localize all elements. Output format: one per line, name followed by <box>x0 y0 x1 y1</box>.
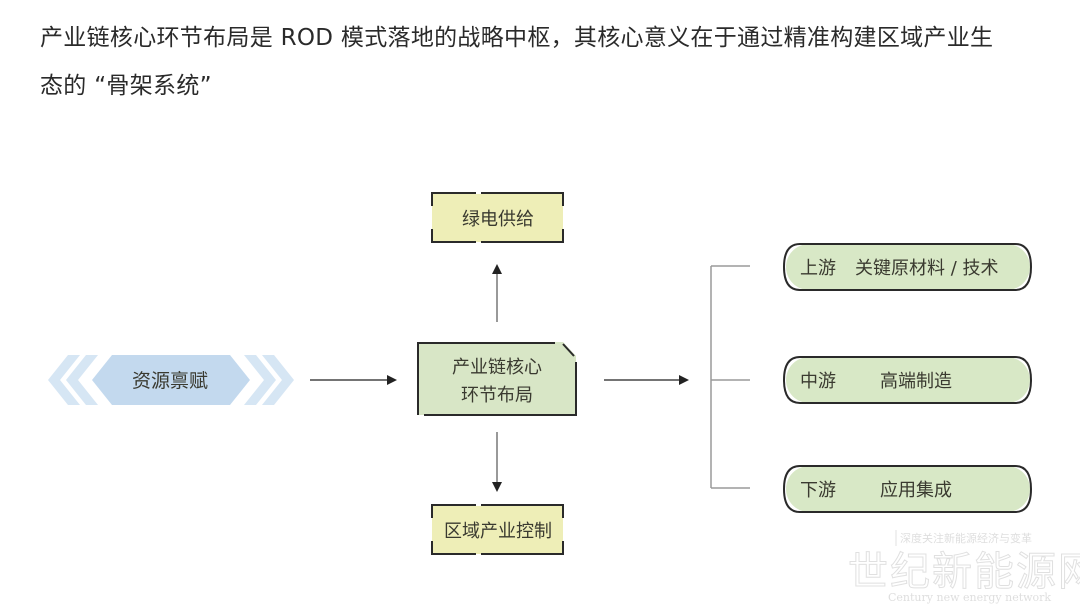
intro-paragraph: 产业链核心环节布局是 ROD 模式落地的战略中枢，其核心意义在于通过精准构建区域… <box>40 14 1060 110</box>
right-chevron-inner <box>244 355 276 405</box>
midstream-pill-border <box>782 356 1033 404</box>
core-layout-node: 产业链核心 环节布局 <box>417 342 577 416</box>
green-power-label: 绿电供给 <box>462 209 534 230</box>
upstream-node: 上游 关键原材料 / 技术 <box>782 243 1033 291</box>
downstream-stage-label: 下游 <box>800 480 836 501</box>
regional-control-label: 区域产业控制 <box>444 521 552 542</box>
left-chevron-inner <box>66 355 98 405</box>
downstream-desc-label: 应用集成 <box>880 480 952 501</box>
midstream-stage-label: 中游 <box>800 371 836 392</box>
green-power-box <box>432 194 563 242</box>
resource-endowment-node: 资源禀赋 <box>48 355 294 405</box>
core-box-border-bottom-right <box>424 362 577 416</box>
core-layout-label-line1: 产业链核心 <box>452 357 542 378</box>
watermark-tagline: 深度关注新能源经济与变革 <box>900 531 1032 545</box>
intro-line-1: 产业链核心环节布局是 ROD 模式落地的战略中枢，其核心意义在于通过精准构建区域… <box>40 25 994 51</box>
upstream-stage-label: 上游 <box>800 258 836 279</box>
upstream-pill-border <box>782 243 1033 291</box>
left-chevron-outer <box>48 355 80 405</box>
core-box-corner-cut <box>562 343 575 357</box>
resource-endowment-label: 资源禀赋 <box>132 370 208 392</box>
green-power-border <box>431 192 564 243</box>
midstream-node: 中游 高端制造 <box>782 356 1033 404</box>
regional-control-border <box>431 504 564 555</box>
core-layout-label-line2: 环节布局 <box>461 385 533 406</box>
regional-control-node: 区域产业控制 <box>431 504 564 555</box>
right-chevron-outer <box>262 355 294 405</box>
upstream-pill <box>786 244 1030 290</box>
chain-bracket <box>710 265 750 489</box>
midstream-pill <box>786 357 1030 403</box>
watermark: 深度关注新能源经济与变革 世纪新能源网 Century new energy n… <box>848 530 1080 604</box>
downstream-pill <box>786 466 1030 512</box>
upstream-desc-label: 关键原材料 / 技术 <box>855 258 999 279</box>
resource-hexagon <box>92 355 250 405</box>
midstream-desc-label: 高端制造 <box>880 371 952 392</box>
core-layout-box <box>418 342 576 415</box>
downstream-node: 下游 应用集成 <box>782 465 1033 513</box>
watermark-english: Century new energy network <box>888 591 1051 604</box>
downstream-pill-border <box>782 465 1033 513</box>
green-power-node: 绿电供给 <box>431 192 564 243</box>
watermark-name: 世纪新能源网 <box>848 549 1080 595</box>
core-box-border-top-left <box>417 342 555 415</box>
intro-line-2: 态的 “骨架系统” <box>40 73 212 99</box>
regional-control-box <box>432 506 563 554</box>
